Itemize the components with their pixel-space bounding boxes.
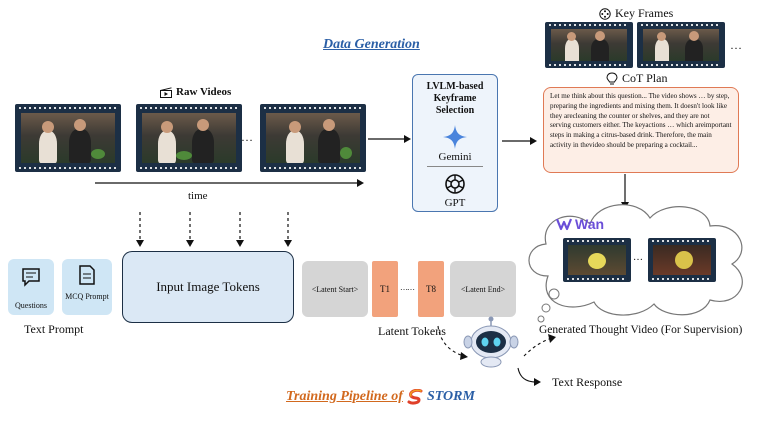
arrow-to-selector <box>368 135 411 143</box>
training-pipeline-header: Training Pipeline of STORM <box>286 389 475 405</box>
questions-label: Questions <box>15 301 47 310</box>
keyframe-selector-box: LVLM-based Keyframe Selection Gemini GPT <box>412 74 498 212</box>
document-icon <box>79 265 95 285</box>
wan-logo-icon <box>556 218 572 231</box>
film-reel-icon <box>599 7 611 20</box>
latent-tokens-label: Latent Tokens <box>378 324 446 338</box>
cot-plan-label: CoT Plan <box>622 71 668 85</box>
raw-videos-ellipsis: … <box>241 130 253 144</box>
raw-videos-header: Raw Videos <box>160 86 231 98</box>
arrow-to-cot <box>502 137 537 145</box>
thought-cloud <box>528 204 743 316</box>
latent-token-t8: T8 <box>418 261 444 317</box>
lightbulb-icon <box>606 72 618 85</box>
latent-dots: …… <box>400 283 415 292</box>
cot-plan-box: Let me think about this question... The … <box>543 87 739 173</box>
storm-brand-label: STORM <box>426 389 475 404</box>
latent-token-t1: T1 <box>372 261 398 317</box>
raw-video-1 <box>15 104 121 172</box>
gemini-sparkle-icon <box>443 125 467 149</box>
mcq-label: MCQ Prompt <box>65 292 109 301</box>
latent-end-token: <Latent End> <box>450 261 516 317</box>
thought-bubbles <box>537 288 560 323</box>
input-image-tokens: Input Image Tokens <box>122 251 294 323</box>
data-generation-title: Data Generation <box>323 37 420 52</box>
key-frames-label: Key Frames <box>615 6 674 20</box>
generated-frame-2 <box>648 238 716 282</box>
gpt-label: GPT <box>444 197 466 209</box>
questions-card: Questions <box>8 259 54 315</box>
video-clapper-icon <box>160 86 172 98</box>
selector-title: LVLM-based Keyframe Selection <box>426 81 484 116</box>
text-prompt-label: Text Prompt <box>24 322 84 336</box>
raw-video-3 <box>260 104 366 172</box>
openai-logo-icon <box>445 174 465 194</box>
model-divider <box>427 166 483 167</box>
robot-mascot-icon <box>463 316 519 368</box>
time-label: time <box>188 190 208 202</box>
generated-ellipsis: … <box>633 252 643 263</box>
mcq-card: MCQ Prompt <box>62 259 112 315</box>
raw-videos-label: Raw Videos <box>176 86 232 98</box>
wan-label: Wan <box>575 216 605 232</box>
latent-start-token: <Latent Start> <box>302 261 368 317</box>
storm-logo-icon <box>407 389 423 405</box>
key-frames-header: Key Frames <box>599 6 673 21</box>
text-response-label: Text Response <box>552 375 623 389</box>
time-arrow <box>95 179 364 187</box>
training-pipeline-title: Training Pipeline of <box>286 389 403 404</box>
gemini-label: Gemini <box>438 151 472 163</box>
cot-plan-header: CoT Plan <box>606 71 667 86</box>
key-frames-ellipsis: … <box>730 38 742 52</box>
dashed-arrows-to-tokens <box>136 212 292 247</box>
generated-frame-1 <box>563 238 631 282</box>
chat-bubble-icon <box>22 268 40 287</box>
raw-video-2 <box>136 104 242 172</box>
generated-video-label: Generated Thought Video (For Supervision… <box>539 324 743 336</box>
key-frame-2 <box>637 22 725 68</box>
wan-brand: Wan <box>556 216 604 232</box>
robot-flow-arrows <box>437 325 556 386</box>
key-frame-1 <box>545 22 633 68</box>
